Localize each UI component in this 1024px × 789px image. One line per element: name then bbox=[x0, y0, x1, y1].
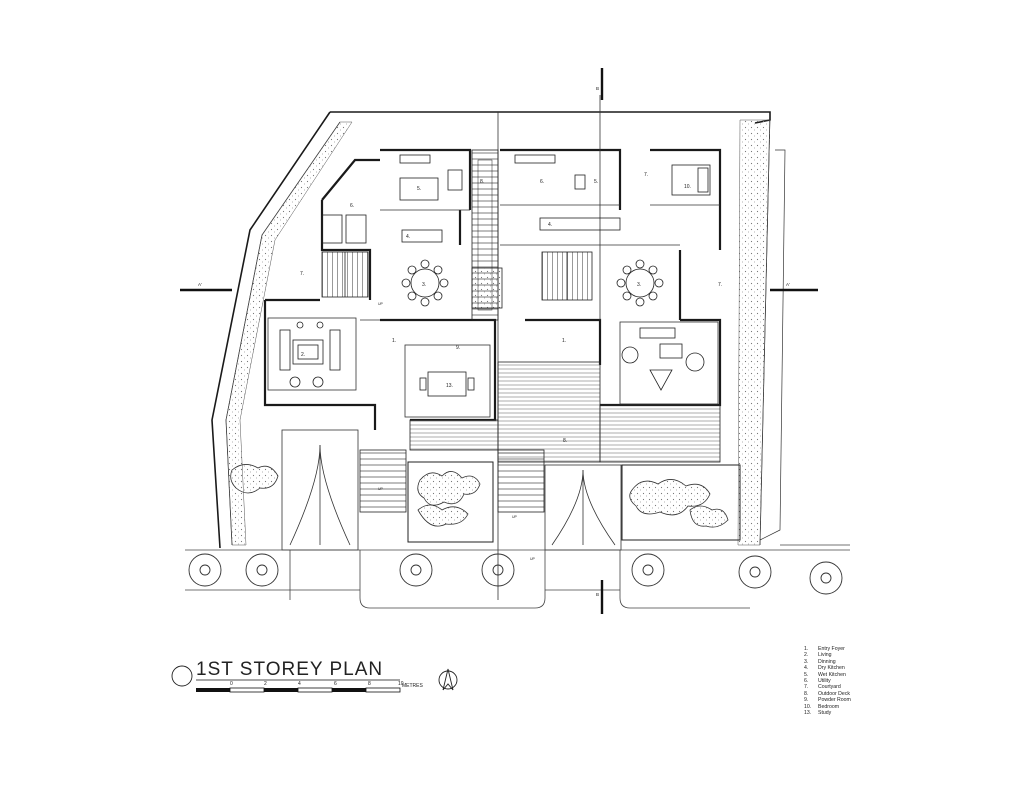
legend-item: 4. Dry Kitchen bbox=[804, 665, 851, 671]
tag-stair-up-1: UP bbox=[378, 487, 384, 491]
tag-utility-left: 6. bbox=[350, 203, 354, 209]
legend-label: Bedroom bbox=[818, 703, 840, 710]
section-label-b-bottom: B bbox=[596, 592, 599, 597]
scale-ticks: 0 2 4 6 8 10 bbox=[230, 681, 404, 687]
legend-item: 3. Dinning bbox=[804, 659, 851, 665]
kitchen-island-left bbox=[399, 154, 463, 243]
car-porch-right bbox=[544, 464, 622, 551]
north-arrow-icon bbox=[438, 668, 458, 691]
legend-num: 2. bbox=[804, 652, 809, 659]
room-legend: 1. Entry Foyer 2. Living 3. Dinning 4. Dry K… bbox=[804, 646, 851, 716]
tag-deck-b: 8. bbox=[563, 438, 567, 444]
section-label-a-left: A' bbox=[198, 282, 202, 287]
legend-num: 10. bbox=[804, 703, 812, 710]
tag-stair-up-4: UP bbox=[530, 557, 536, 561]
tag-dry-kitchen-left: 4. bbox=[406, 234, 410, 240]
dining-table-left bbox=[401, 259, 449, 307]
legend-num: 13. bbox=[804, 710, 812, 717]
street-tree-row bbox=[188, 553, 843, 595]
tag-courtyard-right-b: 7. bbox=[718, 282, 722, 288]
section-label-b-top: B bbox=[596, 86, 599, 91]
legend-item: 8. Outdoor Deck bbox=[804, 691, 851, 697]
tag-bedroom-right: 10. bbox=[684, 184, 691, 190]
scale-tick-10: 10 bbox=[398, 681, 404, 687]
section-label-a-right: A' bbox=[786, 282, 790, 287]
legend-label: Outdoor Deck bbox=[818, 690, 851, 697]
legend-label: Courtyard bbox=[818, 684, 841, 691]
tag-dining-right: 3. bbox=[637, 282, 641, 288]
internal-stair-left bbox=[321, 251, 369, 298]
tag-wet-kitchen-left: 5. bbox=[417, 186, 421, 192]
kitchen-island-right bbox=[514, 154, 621, 231]
living-sofa-set bbox=[279, 321, 341, 388]
legend-label: Entry Foyer bbox=[818, 646, 845, 652]
tag-dining-left: 3. bbox=[422, 282, 426, 288]
internal-stair-right bbox=[541, 251, 593, 301]
legend-item: 5. Wet Kitchen bbox=[804, 672, 851, 678]
legend-item: 13. Study bbox=[804, 710, 851, 716]
legend-item: 9. Powder Room bbox=[804, 697, 851, 703]
scale-bar bbox=[196, 679, 401, 693]
legend-label: Living bbox=[818, 652, 832, 659]
tag-stair-up-3: UP bbox=[378, 302, 384, 306]
tag-powder-left: 9. bbox=[456, 345, 460, 351]
scale-tick-0: 0 bbox=[230, 681, 233, 687]
legend-num: 8. bbox=[804, 690, 809, 697]
legend-item: 1. Entry Foyer bbox=[804, 646, 851, 652]
dining-table-right bbox=[616, 259, 664, 307]
garden-side bbox=[230, 464, 279, 494]
section-marker-labels: A' A' B B bbox=[198, 86, 790, 597]
legend-label: Utility bbox=[818, 678, 831, 685]
tag-dry-kitchen-right: 4. bbox=[548, 222, 552, 228]
central-steps bbox=[471, 149, 503, 321]
legend-num: 7. bbox=[804, 684, 809, 691]
title-bullet-icon bbox=[171, 665, 193, 687]
scale-tick-8: 8 bbox=[368, 681, 371, 687]
legend-label: Dinning bbox=[818, 658, 836, 665]
study-desk bbox=[419, 371, 475, 397]
legend-label: Study bbox=[818, 710, 832, 717]
legend-label: Powder Room bbox=[818, 697, 851, 704]
garden-left bbox=[407, 461, 494, 543]
tag-entry-foyer-left: 1. bbox=[392, 338, 396, 344]
scale-tick-4: 4 bbox=[298, 681, 301, 687]
legend-num: 1. bbox=[804, 646, 809, 652]
scale-tick-6: 6 bbox=[334, 681, 337, 687]
tag-entry-foyer-right: 1. bbox=[562, 338, 566, 344]
legend-label: Wet Kitchen bbox=[818, 671, 846, 678]
legend-item: 6. Utility bbox=[804, 678, 851, 684]
drawing-title: 1ST STOREY PLAN bbox=[196, 659, 384, 680]
tag-utility-right: 6. bbox=[540, 179, 544, 185]
legend-num: 9. bbox=[804, 697, 809, 704]
legend-item: 2. Living bbox=[804, 652, 851, 658]
tag-deck-a: 8. bbox=[480, 179, 484, 185]
tag-study-left: 13. bbox=[446, 383, 453, 389]
legend-num: 6. bbox=[804, 678, 809, 685]
tag-courtyard-left: 7. bbox=[300, 271, 304, 277]
tag-courtyard-right-a: 7. bbox=[644, 172, 648, 178]
lounge-set-right bbox=[621, 327, 705, 391]
utility-beds-left bbox=[321, 214, 367, 244]
legend-label: Dry Kitchen bbox=[818, 665, 845, 672]
tag-wet-kitchen-right: 5. bbox=[594, 179, 598, 185]
legend-num: 5. bbox=[804, 671, 809, 678]
street-verge bbox=[185, 544, 850, 609]
tag-living-left: 2. bbox=[301, 352, 305, 358]
scale-unit-label: METRES bbox=[402, 683, 423, 689]
outdoor-deck bbox=[409, 361, 721, 463]
legend-num: 3. bbox=[804, 658, 809, 665]
legend-num: 4. bbox=[804, 665, 809, 672]
right-fence bbox=[759, 149, 786, 541]
legend-item: 7. Courtyard bbox=[804, 684, 851, 690]
room-tags: 1. 2. 3. 4. 5. 6. 7. 9. 13. 1. 3. 4. 5. … bbox=[300, 172, 722, 561]
entry-steps bbox=[359, 449, 545, 513]
car-porch-left bbox=[281, 429, 359, 551]
legend-item: 10. Bedroom bbox=[804, 704, 851, 710]
tag-stair-up-2: UP bbox=[512, 515, 518, 519]
bedroom-bed bbox=[671, 164, 711, 196]
planting-strip bbox=[225, 119, 771, 546]
garden-right bbox=[621, 464, 741, 541]
scale-tick-2: 2 bbox=[264, 681, 267, 687]
